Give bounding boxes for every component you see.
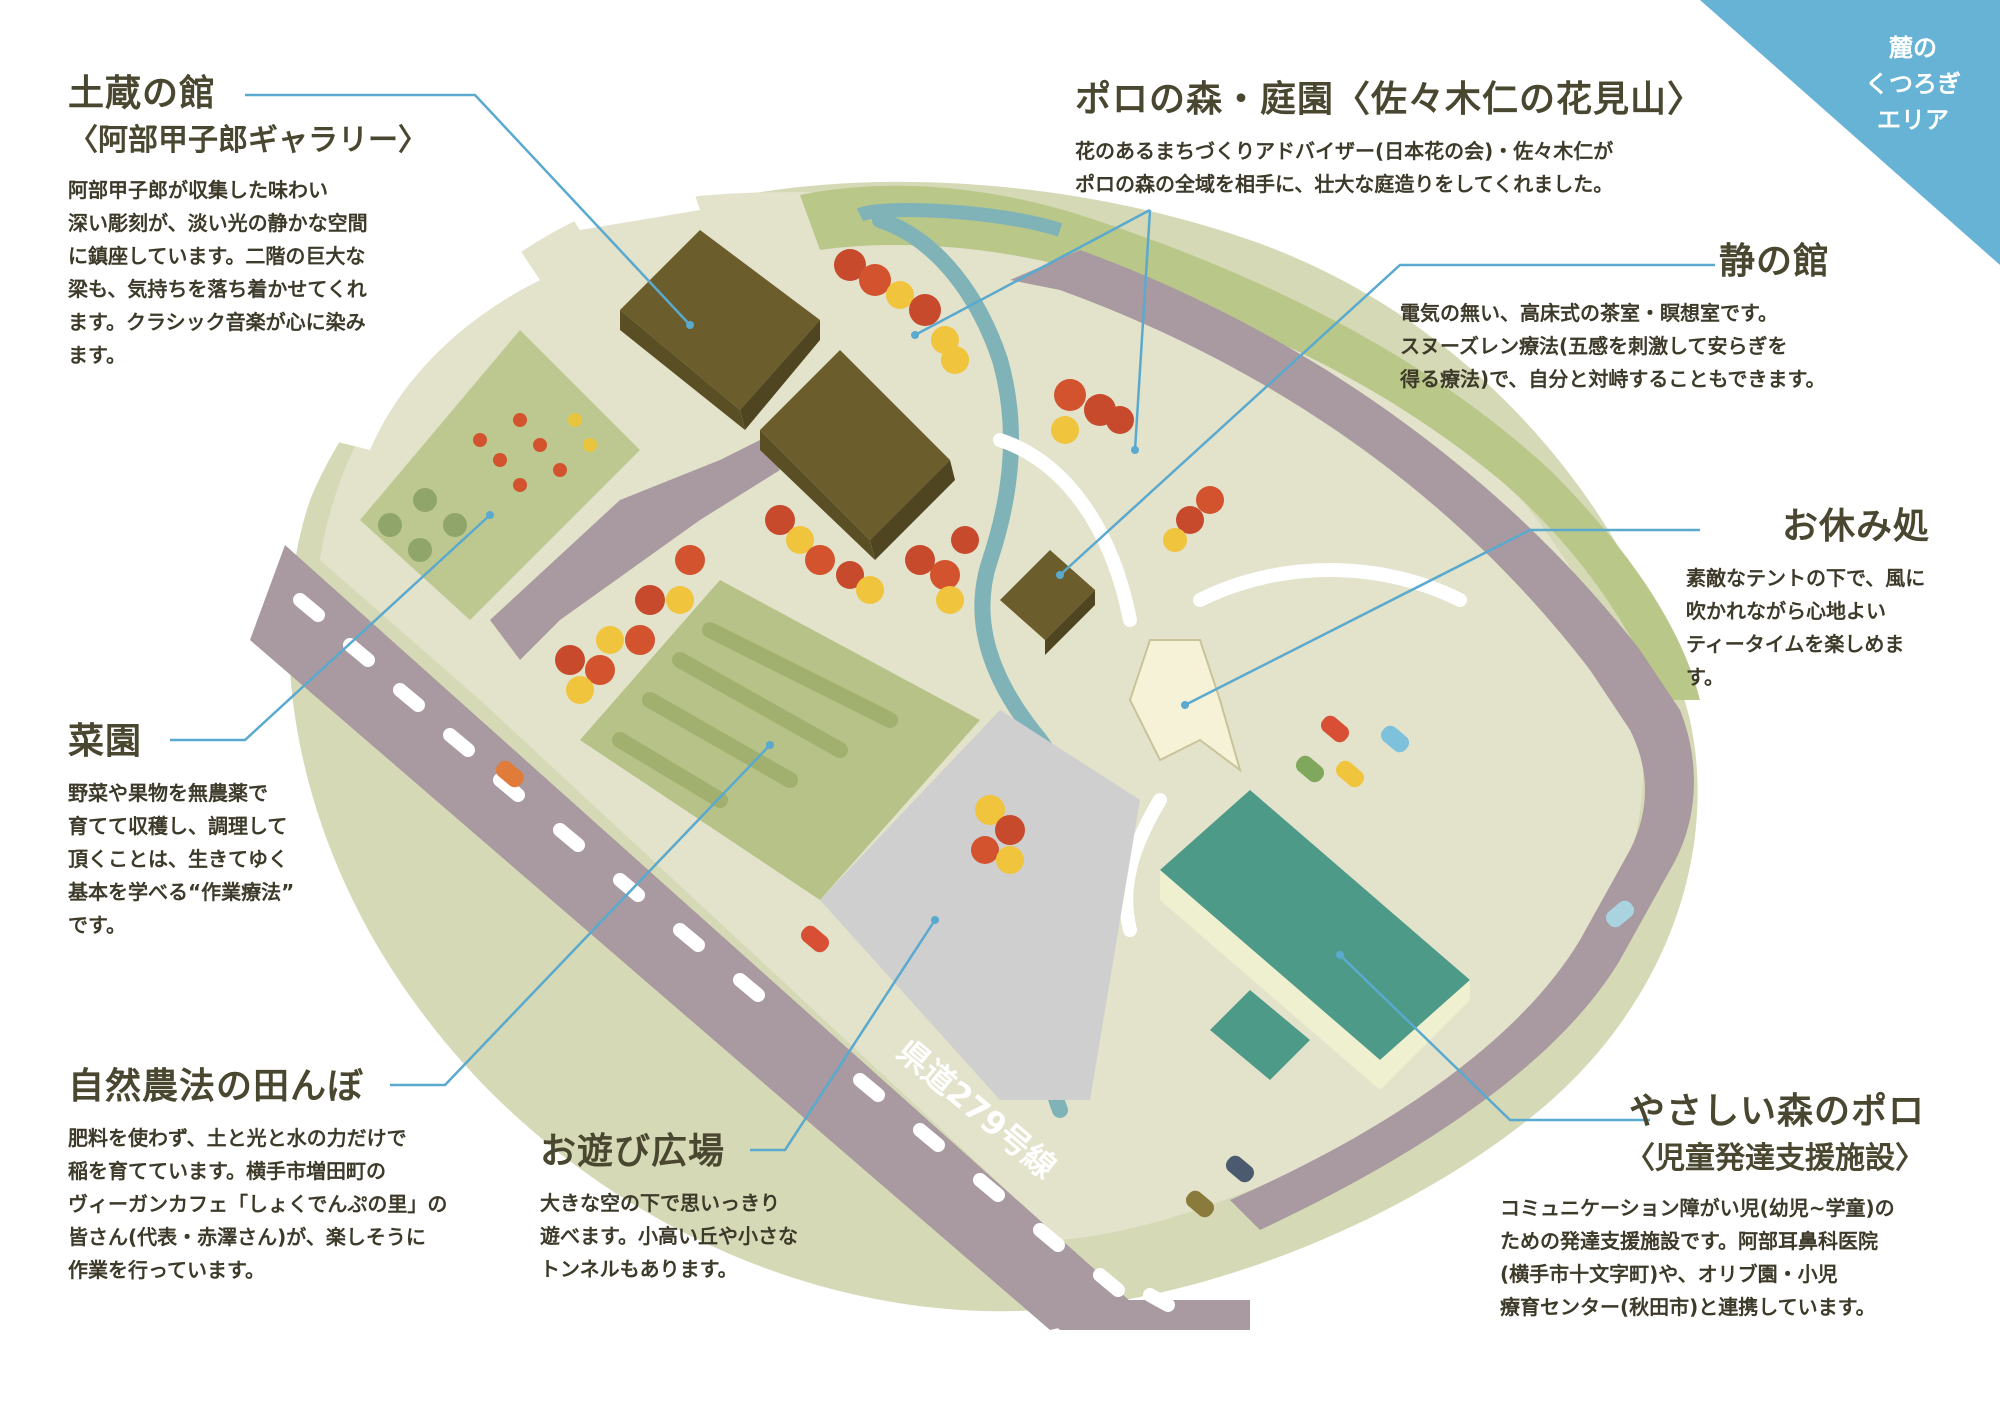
asobi-desc-line: 大きな空の下で思いっきり	[540, 1191, 780, 1216]
poro-garden-title: ポロの森・庭園〈佐々木仁の花見山〉	[1075, 79, 1705, 120]
road-dashes	[293, 593, 1175, 1312]
label-poro-garden: ポロの森・庭園〈佐々木仁の花見山〉 花のあるまちづくりアドバイザー(日本花の会)…	[1075, 78, 1705, 201]
tanbo-desc-line: 肥料を使わず、土と光と水の力だけで	[68, 1126, 407, 1151]
rice-rows	[612, 622, 898, 808]
saien-desc-line: です。	[68, 913, 126, 938]
poro-garden-desc-line: ポロの森の全域を相手に、壮大な庭造りをしてくれました。	[1075, 172, 1614, 197]
cars	[495, 715, 1635, 1218]
corner-label: 麓の くつろぎ エリア	[1858, 30, 1968, 138]
dozo-building-2	[760, 350, 955, 560]
saien-desc-line: 基本を学べる“作業療法”	[68, 880, 295, 905]
asobi-desc-line: トンネルもあります。	[540, 1257, 738, 1282]
corner-line-2: くつろぎ	[1865, 70, 1961, 98]
label-asobi: お遊び広場 大きな空の下で思いっきり 遊べます。小高い丘や小さな トンネルもあり…	[540, 1130, 860, 1286]
path-curve-2	[1193, 563, 1467, 607]
dozo-desc-line: ます。クラシック音楽が心に染み	[68, 310, 366, 335]
label-oyasumi: お休み処 素敵なテントの下で、風に 吹かれながら心地よい ティータイムを楽しめま…	[1680, 505, 1930, 694]
oyasumi-desc-line: 吹かれながら心地よい	[1686, 599, 1886, 624]
yasashii-desc: コミュニケーション障がい児(幼児~学童)の ための発達支援施設です。阿部耳鼻科医…	[1500, 1192, 1925, 1324]
saien-desc-line: 野菜や果物を無農薬で	[68, 781, 268, 806]
oyasumi-desc-line: 素敵なテントの下で、風に	[1686, 566, 1926, 591]
dozo-desc-line: ます。	[68, 343, 126, 368]
yasashii-desc-line: ための発達支援施設です。阿部耳鼻科医院	[1500, 1229, 1878, 1254]
path-curve-3	[1119, 793, 1167, 937]
dozo-desc-line: に鎮座しています。二階の巨大な	[68, 244, 366, 269]
label-dozo: 土蔵の館 〈阿部甲子郎ギャラリー〉 阿部甲子郎が収集した味わい 深い彫刻が、淡い…	[68, 72, 428, 372]
tanbo-title: 自然農法の田んぼ	[68, 1066, 365, 1107]
corner-line-1: 麓の	[1889, 34, 1937, 62]
saien-title: 菜園	[68, 721, 143, 762]
dozo-desc-line: 梁も、気持ちを落ち着かせてくれ	[68, 277, 367, 302]
shizuka-title: 静の館	[1718, 241, 1830, 282]
dozo-title: 土蔵の館	[68, 73, 217, 114]
dozo-desc-line: 阿部甲子郎が収集した味わい	[68, 178, 328, 203]
saien-desc-line: 頂くことは、生きてゆく	[68, 847, 288, 872]
poro-garden-desc: 花のあるまちづくりアドバイザー(日本花の会)・佐々木仁が ポロの森の全域を相手に…	[1075, 135, 1675, 201]
saien-desc: 野菜や果物を無農薬で 育てて収穫し、調理して 頂くことは、生きてゆく 基本を学べ…	[68, 777, 358, 942]
shizuka-desc-line: 電気の無い、高床式の茶室・瞑想室です。	[1400, 301, 1778, 326]
label-shizuka: 静の館 電気の無い、高床式の茶室・瞑想室です。 スヌーズレン療法(五感を刺激して…	[1380, 240, 1830, 396]
yasashii-desc-line: コミュニケーション障がい児(幼児~学童)の	[1500, 1196, 1895, 1221]
shizuka-desc: 電気の無い、高床式の茶室・瞑想室です。 スヌーズレン療法(五感を刺激して安らぎを…	[1380, 297, 1830, 396]
saien-desc-line: 育てて収穫し、調理して	[68, 814, 288, 839]
leader-dots	[486, 321, 1344, 959]
yasashii-desc-line: (横手市十文字町)や、オリブ園・小児	[1500, 1262, 1838, 1287]
label-saien: 菜園 野菜や果物を無農薬で 育てて収穫し、調理して 頂くことは、生きてゆく 基本…	[68, 720, 358, 942]
river-top	[856, 203, 1063, 237]
dozo-desc: 阿部甲子郎が収集した味わい 深い彫刻が、淡い光の静かな空間 に鎮座しています。二…	[68, 174, 408, 372]
yasashii-title: やさしい森のポロ	[1628, 1091, 1925, 1132]
playground	[820, 710, 1140, 1100]
yasashii-subtitle: 〈児童発達支援施設〉	[1625, 1141, 1925, 1177]
shizuka-building	[1000, 550, 1095, 655]
label-yasashii: やさしい森のポロ 〈児童発達支援施設〉 コミュニケーション障がい児(幼児~学童)…	[1500, 1090, 1925, 1324]
oyasumi-desc: 素敵なテントの下で、風に 吹かれながら心地よい ティータイムを楽しめます。	[1680, 562, 1930, 694]
asobi-title: お遊び広場	[540, 1131, 726, 1172]
oyasumi-desc-line: ティータイムを楽しめます。	[1686, 632, 1905, 690]
facility-building	[1160, 790, 1470, 1090]
dozo-building	[620, 230, 820, 430]
poro-garden-desc-line: 花のあるまちづくりアドバイザー(日本花の会)・佐々木仁が	[1075, 139, 1614, 164]
path-curve-1	[993, 433, 1137, 627]
corner-line-3: エリア	[1877, 106, 1949, 134]
corner-tab	[1700, 0, 2000, 265]
label-tanbo: 自然農法の田んぼ 肥料を使わず、土と光と水の力だけで 稲を育てています。横手市増…	[68, 1065, 488, 1287]
leader-lines	[170, 93, 1715, 1152]
yasashii-desc-line: 療育センター(秋田市)と連携しています。	[1500, 1295, 1876, 1320]
tanbo-desc-line: ヴィーガンカフェ「しょくでんぷの里」の	[68, 1192, 448, 1217]
green-belt	[800, 185, 1700, 701]
dozo-desc-line: 深い彫刻が、淡い光の静かな空間	[68, 211, 368, 236]
shizuka-desc-line: 得る療法)で、自分と対峙することもできます。	[1400, 367, 1826, 392]
tanbo-desc: 肥料を使わず、土と光と水の力だけで 稲を育てています。横手市増田町の ヴィーガン…	[68, 1122, 488, 1287]
inner-road-top	[330, 250, 540, 450]
dozo-subtitle: 〈阿部甲子郎ギャラリー〉	[68, 123, 428, 159]
asobi-desc-line: 遊べます。小高い丘や小さな	[540, 1224, 798, 1249]
inner-road-upper	[560, 180, 700, 230]
asobi-desc: 大きな空の下で思いっきり 遊べます。小高い丘や小さな トンネルもあります。	[540, 1187, 860, 1286]
shizuka-desc-line: スヌーズレン療法(五感を刺激して安らぎを	[1400, 334, 1788, 359]
vegetable-plants	[378, 413, 597, 562]
tanbo-desc-line: 作業を行っています。	[68, 1258, 265, 1283]
inner-road-left	[490, 440, 780, 660]
tanbo-desc-line: 皆さん(代表・赤澤さん)が、楽しそうに	[68, 1225, 426, 1250]
oyasumi-title: お休み処	[1781, 506, 1930, 547]
tanbo-desc-line: 稲を育てています。横手市増田町の	[68, 1159, 386, 1184]
autumn-trees	[555, 249, 1224, 874]
